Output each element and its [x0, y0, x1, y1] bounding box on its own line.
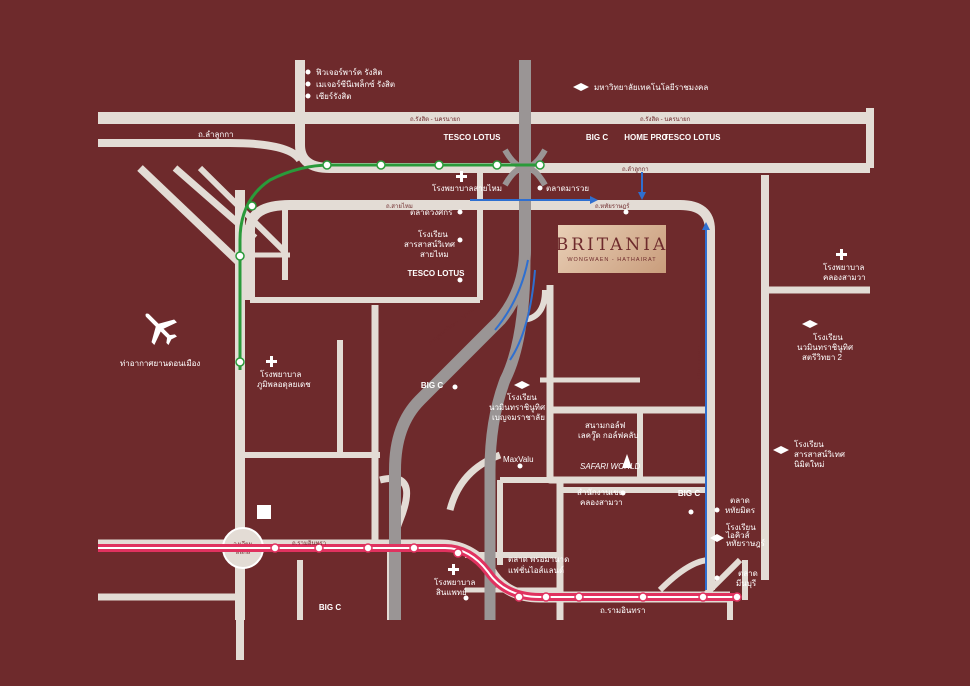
poi-safari: SAFARI WORLD	[580, 462, 641, 471]
poi-hospital-bottom-2: สินแพทย์	[436, 587, 467, 597]
poi-tesco-mid: TESCO LOTUS	[408, 269, 466, 278]
pink-stations	[270, 543, 742, 602]
poi-school-saimai-1: โรงเรียน	[418, 229, 448, 239]
poi-future-park: ฟิวเจอร์พาร์ค รังสิต	[316, 67, 383, 77]
poi-bigc-top: BIG C	[586, 133, 608, 142]
poi-school-center-3: เบญจมราชาลัย	[492, 413, 545, 422]
poi-school-far-right-3: นิมิตใหม่	[794, 460, 824, 469]
poi-talad-right-2: หทัยมิตร	[725, 506, 756, 515]
green-line	[238, 163, 540, 370]
road-label-vertical-hathairat: ถ.หทัยราษฎร์	[696, 345, 704, 380]
poi-talad-right-1: ตลาด	[730, 496, 750, 505]
graduation-cap-icon	[573, 83, 589, 91]
hospital-icons	[266, 171, 847, 575]
brand-subtitle: WONGWAEN - HATHAIRAT	[567, 256, 657, 263]
poi-zeer: เซียร์รังสิต	[316, 91, 351, 101]
poi-tu-rangsit: เมเจอร์ซีนีเพล็กซ์ รังสิต	[316, 79, 395, 89]
poi-hospital-right-1: โรงพยาบาล	[823, 262, 865, 272]
school-far-right-icon	[773, 446, 789, 454]
poi-hospital-left-2: ภูมิพลอดุลยเดช	[257, 380, 311, 390]
poi-school-far-right-1: โรงเรียน	[794, 439, 824, 449]
blue-arrows	[590, 192, 710, 230]
road-label-kanchanaphisek: กาญจนาภิเษก - บางนา	[427, 304, 478, 346]
poi-tesco-top: TESCO LOTUS	[444, 133, 502, 142]
road-label-lamlukka-left: ถ.ลำลูกกา	[198, 130, 234, 140]
poi-school-center-2: นวมินทราชินูทิศ	[489, 403, 545, 413]
poi-bigc-bottom: BIG C	[319, 603, 341, 612]
road-label-ramintra-b: ถ.รามอินทรา	[600, 606, 645, 615]
airplane-icon	[145, 313, 177, 345]
poi-golf-2: เลควู๊ด กอล์ฟคลับ	[578, 430, 638, 441]
poi-school-small-1: โรงเรียน	[726, 522, 756, 532]
poi-pharma: แฟชั่นไอส์แลนด์	[508, 564, 564, 575]
poi-school-small-2: ไอคิวส์	[725, 530, 750, 540]
poi-talad-dongtana: ตลาดวงศกร	[410, 208, 453, 217]
school-right-icon	[802, 320, 818, 328]
road-label-saimai: ถ.สายไหม	[386, 202, 413, 210]
poi-talad-muang: ตลาดมารวย	[546, 184, 589, 193]
brand-title: BRITANIA	[555, 234, 669, 255]
road-label-hathairat: ถ.หทัยราษฎร์	[595, 202, 630, 210]
poi-district-1: สำนักงานเขต	[577, 488, 624, 497]
poi-school-right-3: สตรีวิทยา 2	[802, 353, 843, 362]
poi-bigc-right: BIG C	[678, 489, 700, 498]
poi-rmutt: มหาวิทยาลัยเทคโนโลยีราชมงคล	[594, 82, 708, 92]
poi-school-right-2: นวมินทราชินูทิศ	[797, 343, 853, 353]
poi-maxvalu: MaxValu	[503, 455, 534, 464]
britania-logo: BRITANIA WONGWAEN - HATHAIRAT	[555, 225, 669, 273]
pink-line-center	[98, 547, 740, 598]
safari-icon	[622, 454, 632, 468]
poi-school-far-right-2: สารสาสน์วิเทศ	[794, 449, 845, 459]
poi-hospital-bottom-1: โรงพยาบาล	[434, 577, 476, 587]
poi-saimai-hospital: โรงพยาบาลสายไหม	[432, 183, 502, 193]
road-label-ramintra-a: ถ.รามอินทรา	[292, 540, 326, 547]
poi-dots	[305, 69, 720, 601]
pink-line	[98, 544, 740, 601]
poi-hospital-right-2: คลองสามวา	[823, 273, 866, 282]
poi-homepro: HOME PRO	[624, 133, 668, 142]
expressway	[389, 60, 548, 620]
poi-tesco-top-right: TESCO LOTUS	[664, 133, 722, 142]
poi-talad-minburi-1: ตลาด	[738, 569, 758, 578]
poi-golf-1: สนามกอล์ฟ	[585, 420, 626, 430]
poi-school-center-1: โรงเรียน	[507, 392, 537, 402]
poi-hospital-left-1: โรงพยาบาล	[260, 369, 302, 379]
poi-district-2: คลองสามวา	[580, 498, 623, 507]
road-label-rangsit-top: ถ.รังสิต - นครนายก	[410, 116, 461, 123]
poi-mall-bottom: ตลาด พรอมานาด	[508, 555, 569, 564]
central-logo	[257, 505, 271, 519]
poi-talad-minburi-2: มีนบุรี	[736, 579, 757, 588]
poi-school-small-3: หทัยราษฎร์	[726, 538, 766, 548]
school-center-icon	[514, 381, 530, 389]
green-stations	[235, 160, 545, 367]
poi-school-right-1: โรงเรียน	[813, 332, 843, 342]
road-label-lamlukka-right: ถ.ลำลูกกา	[622, 166, 649, 173]
poi-school-saimai-3: สายไหม	[420, 250, 449, 259]
school-small-icon	[710, 534, 724, 542]
poi-school-saimai-2: สารสาสน์วิเทศ	[404, 239, 455, 249]
road-label-rangsit-mid: ถ.รังสิต - นครนายก	[640, 116, 691, 123]
poi-bigc-mid: BIG C	[421, 381, 443, 390]
poi-airport: ท่าอากาศยานดอนเมือง	[120, 359, 200, 368]
